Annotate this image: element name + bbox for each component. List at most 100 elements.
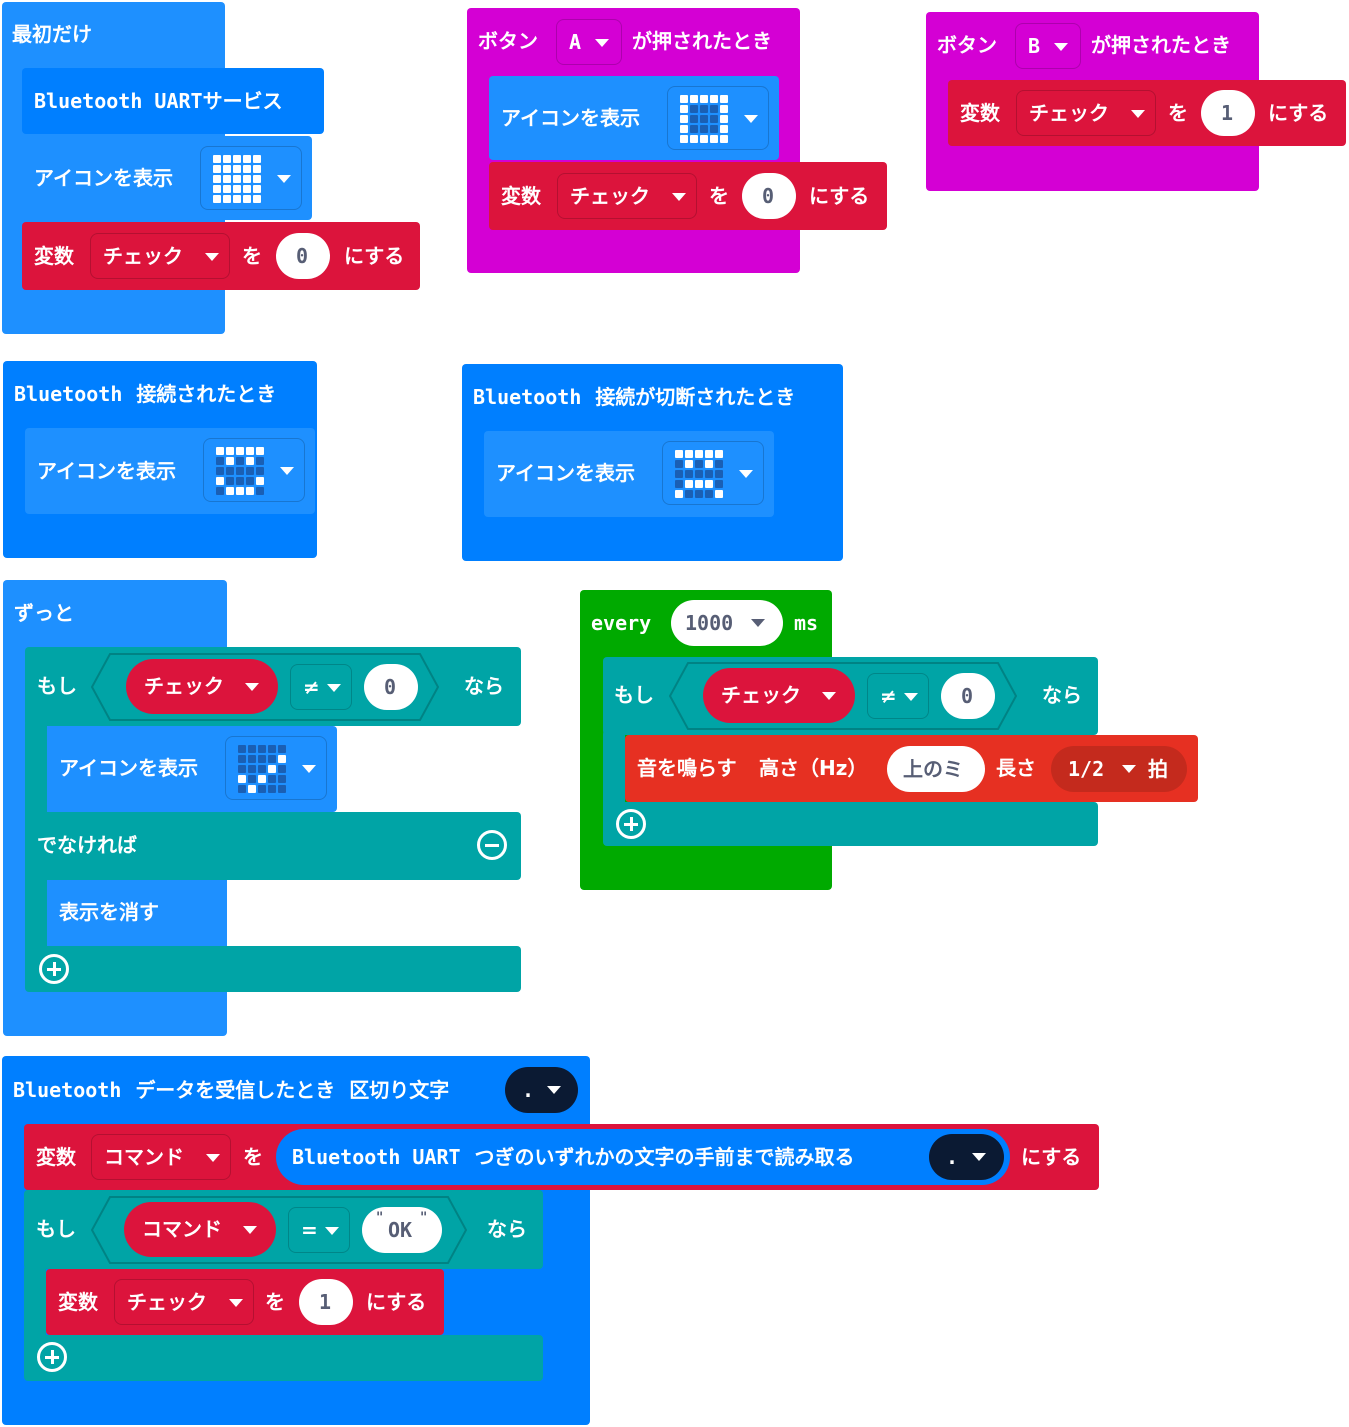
button-b-dropdown[interactable]: B xyxy=(1015,23,1081,69)
on-start-label: 最初だけ xyxy=(12,22,92,46)
set-suffix-label: にする xyxy=(366,1290,427,1314)
variable-name: チェック xyxy=(103,244,183,268)
read-delimiter-dropdown[interactable]: . xyxy=(929,1134,1004,1180)
to-label: を xyxy=(709,184,729,208)
chevron-down-icon xyxy=(1122,765,1136,773)
set-var-label: 変数 xyxy=(58,1290,98,1314)
add-branch-icon[interactable] xyxy=(37,1342,67,1372)
remove-else-icon[interactable] xyxy=(477,830,507,860)
variable-dropdown[interactable]: チェック xyxy=(90,233,230,279)
show-icon-label: アイコンを表示 xyxy=(34,166,173,190)
length-label: 長さ xyxy=(996,756,1036,780)
button-b-prefix: ボタン xyxy=(937,33,997,57)
variable-dropdown[interactable]: チェック xyxy=(114,1279,254,1325)
operator-dropdown[interactable]: ≠ xyxy=(290,664,352,710)
icon-grid-preview xyxy=(213,155,261,203)
show-icon-label: アイコンを表示 xyxy=(501,106,640,130)
interval-dropdown[interactable]: 1000 xyxy=(671,600,783,646)
clear-screen-label: 表示を消す xyxy=(59,900,159,924)
value-input[interactable]: 1 xyxy=(1201,90,1255,136)
set-suffix-label: にする xyxy=(344,244,405,268)
pitch-note-input[interactable]: 上のミ xyxy=(887,746,985,792)
variable-dropdown[interactable]: コマンド xyxy=(91,1134,231,1180)
chevron-down-icon xyxy=(302,765,316,773)
chevron-down-icon xyxy=(547,1086,561,1094)
variable-reporter[interactable]: チェック xyxy=(126,659,278,714)
icon-dropdown[interactable] xyxy=(203,438,305,502)
show-icon-label: アイコンを表示 xyxy=(59,756,198,780)
to-label: を xyxy=(242,244,262,268)
show-icon-label: アイコンを表示 xyxy=(37,459,176,483)
to-label: を xyxy=(265,1290,285,1314)
chevron-down-icon xyxy=(972,1153,986,1161)
if-footer xyxy=(603,802,1098,846)
bt-connected-label: Bluetooth 接続されたとき xyxy=(14,382,277,406)
operator-dropdown[interactable]: = xyxy=(288,1207,350,1253)
play-tone-label: 音を鳴らす xyxy=(637,756,737,780)
chevron-down-icon xyxy=(1131,110,1145,118)
button-a-suffix: が押されたとき xyxy=(632,29,772,53)
set-suffix-label: にする xyxy=(1268,101,1329,125)
value-input[interactable]: 0 xyxy=(276,233,330,279)
button-a-prefix: ボタン xyxy=(478,29,538,53)
if-footer xyxy=(24,1335,543,1381)
interval-unit: ms xyxy=(794,611,819,635)
bt-uart-read-until-reporter[interactable]: Bluetooth UART つぎのいずれかの文字の手前まで読み取る xyxy=(276,1129,1010,1185)
icon-grid-preview xyxy=(680,95,728,143)
chevron-down-icon xyxy=(739,470,753,478)
value-input[interactable]: 0 xyxy=(742,173,796,219)
chevron-down-icon xyxy=(206,1154,220,1162)
icon-dropdown[interactable] xyxy=(662,441,764,505)
variable-dropdown[interactable]: チェック xyxy=(557,173,697,219)
add-branch-icon[interactable] xyxy=(616,809,646,839)
variable-reporter[interactable]: コマンド xyxy=(124,1202,276,1257)
bt-data-received-label: Bluetooth データを受信したとき 区切り文字 xyxy=(13,1078,450,1102)
operator-dropdown[interactable]: ≠ xyxy=(867,673,929,719)
value-input[interactable]: 1 xyxy=(299,1279,353,1325)
else-section xyxy=(25,812,521,880)
bt-uart-service-block[interactable] xyxy=(22,68,324,134)
chevron-down-icon xyxy=(751,619,765,627)
value-input[interactable]: 0 xyxy=(941,673,995,719)
set-var-label: 変数 xyxy=(960,101,1000,125)
chevron-down-icon xyxy=(229,1299,243,1307)
button-a-dropdown[interactable]: A xyxy=(556,19,622,65)
chevron-down-icon xyxy=(245,683,259,691)
then-label: なら xyxy=(464,674,504,698)
delimiter-dropdown[interactable]: . xyxy=(505,1067,578,1113)
beat-dropdown[interactable]: 1/2 拍 xyxy=(1051,746,1187,792)
chevron-down-icon xyxy=(325,1227,339,1235)
icon-dropdown[interactable] xyxy=(667,86,769,150)
on-start-body xyxy=(2,60,22,310)
chevron-down-icon xyxy=(1054,43,1068,51)
value-input[interactable]: 0 xyxy=(364,664,418,710)
icon-grid-preview xyxy=(216,447,264,495)
pitch-label: 高さ（Hz） xyxy=(759,756,868,780)
if-else-footer xyxy=(25,946,521,992)
then-label: なら xyxy=(487,1217,527,1241)
add-branch-icon[interactable] xyxy=(39,954,69,984)
icon-dropdown[interactable] xyxy=(225,736,327,800)
icon-grid-preview xyxy=(675,450,723,498)
chevron-down-icon xyxy=(280,467,294,475)
show-icon-label: アイコンを表示 xyxy=(496,461,635,485)
if-label: もし xyxy=(37,674,77,698)
set-var-label: 変数 xyxy=(34,244,74,268)
chevron-down-icon xyxy=(744,115,758,123)
string-input[interactable]: " OK " xyxy=(362,1207,442,1253)
to-label: を xyxy=(1168,101,1188,125)
chevron-down-icon xyxy=(595,39,609,47)
chevron-down-icon xyxy=(822,692,836,700)
bt-disconnected-label: Bluetooth 接続が切断されたとき xyxy=(473,385,796,409)
if-body xyxy=(24,1265,46,1345)
variable-reporter[interactable]: チェック xyxy=(703,668,855,723)
set-var-label: 変数 xyxy=(36,1145,76,1169)
if-label: もし xyxy=(36,1217,76,1241)
variable-dropdown[interactable]: チェック xyxy=(1016,90,1156,136)
if-label: もし xyxy=(614,683,654,707)
chevron-down-icon xyxy=(277,175,291,183)
icon-dropdown[interactable] xyxy=(200,146,302,210)
chevron-down-icon xyxy=(327,684,341,692)
to-label: を xyxy=(243,1145,263,1169)
clear-screen-block[interactable] xyxy=(47,880,182,946)
